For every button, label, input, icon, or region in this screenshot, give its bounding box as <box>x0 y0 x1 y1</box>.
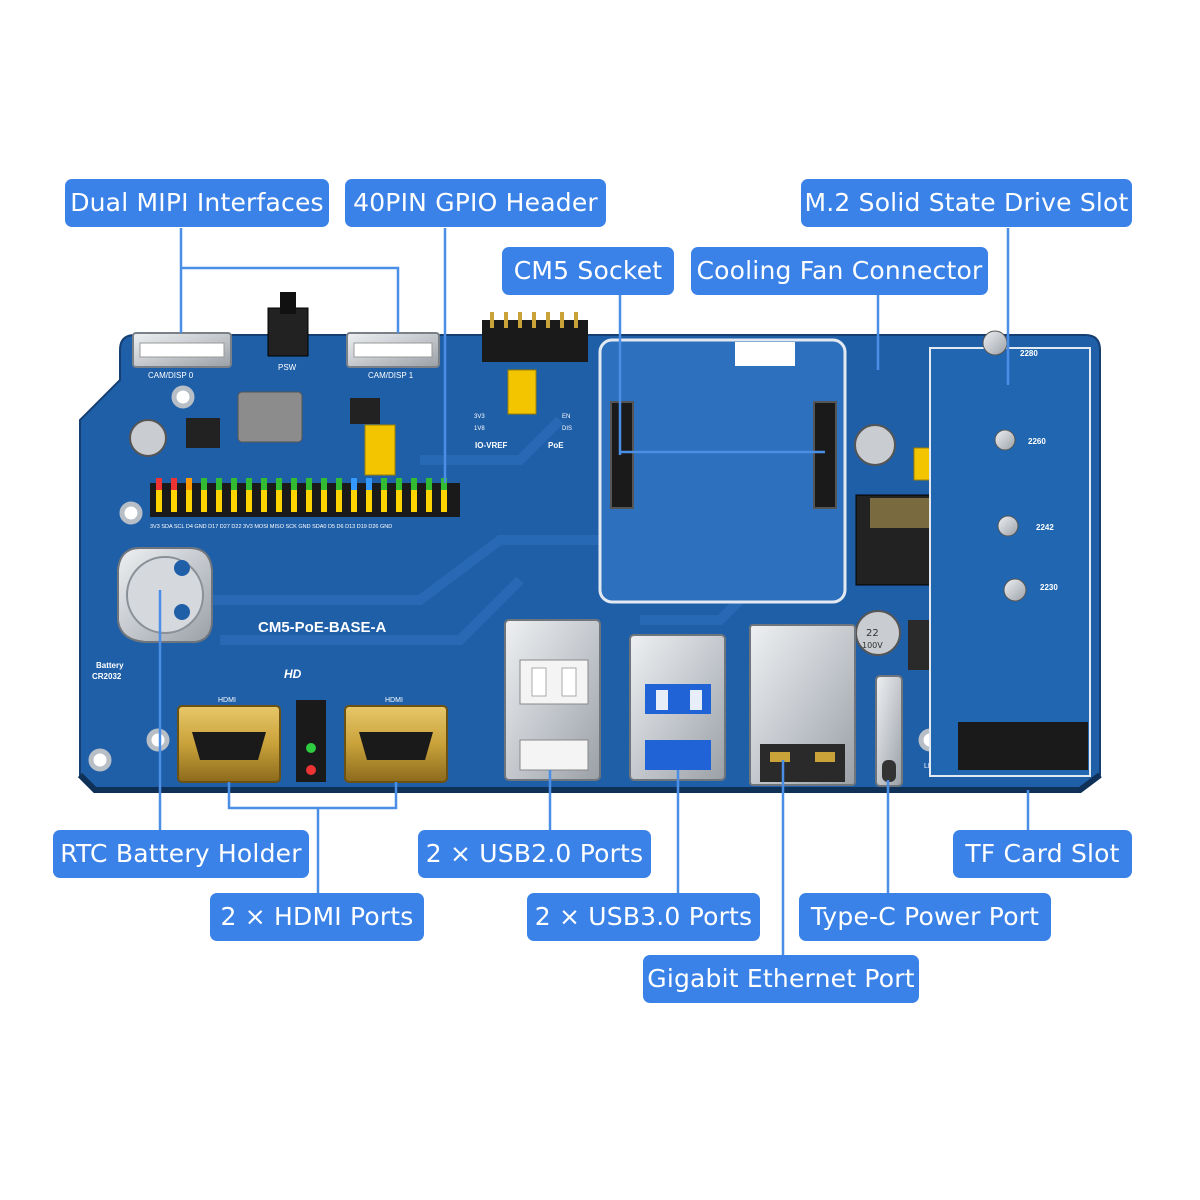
label-m2-ssd-slot: M.2 Solid State Drive Slot <box>801 179 1132 227</box>
label-dual-mipi-interfaces: Dual MIPI Interfaces <box>65 179 329 227</box>
components-graphic: 22 100V <box>129 369 942 670</box>
svg-text:1V8: 1V8 <box>474 426 485 432</box>
label-rtc-battery-holder: RTC Battery Holder <box>53 830 309 878</box>
svg-text:HDMI: HDMI <box>218 697 236 704</box>
leader-lines <box>158 228 1030 955</box>
label-hdmi-ports: 2 × HDMI Ports <box>210 893 424 941</box>
label-usb2-ports: 2 × USB2.0 Ports <box>418 830 651 878</box>
gpio-header-graphic: 3V3 SDA SCL D4 GND D17 D27 D22 3V3 MOSI … <box>150 312 588 530</box>
cam1-silk: CAM/DISP 1 <box>368 371 414 380</box>
svg-text:Battery: Battery <box>96 661 124 670</box>
svg-text:2280: 2280 <box>1020 349 1038 358</box>
svg-text:EN: EN <box>562 414 570 420</box>
label-type-c-power-port: Type-C Power Port <box>799 893 1051 941</box>
cm5-socket-graphic <box>598 338 847 604</box>
gpio-silk: 3V3 SDA SCL D4 GND D17 D27 D22 3V3 MOSI … <box>150 524 392 530</box>
label-gigabit-ethernet-port: Gigabit Ethernet Port <box>643 955 919 1003</box>
rtc-battery-holder-graphic: Battery CR2032 <box>92 547 213 681</box>
power-switch-graphic: PSW <box>267 292 309 372</box>
usb2-ports-graphic <box>504 619 601 781</box>
svg-text:IO-VREF: IO-VREF <box>475 441 508 450</box>
label-cooling-fan-connector: Cooling Fan Connector <box>691 247 988 295</box>
cam0-silk: CAM/DISP 0 <box>148 371 194 380</box>
svg-text:100V: 100V <box>862 641 883 650</box>
label-usb3-ports: 2 × USB3.0 Ports <box>527 893 760 941</box>
svg-text:PoE: PoE <box>548 441 564 450</box>
board-name: CM5-PoE-BASE-A <box>258 619 387 636</box>
svg-text:3V3: 3V3 <box>474 414 485 420</box>
svg-text:2260: 2260 <box>1028 437 1046 446</box>
svg-text:CR2032: CR2032 <box>92 672 122 681</box>
svg-text:2242: 2242 <box>1036 523 1054 532</box>
usb3-ports-graphic <box>629 634 726 781</box>
hdmi-ports-graphic: HDMI HDMI <box>177 697 448 783</box>
label-40pin-gpio-header: 40PIN GPIO Header <box>345 179 606 227</box>
svg-text:2230: 2230 <box>1040 583 1058 592</box>
svg-text:DIS: DIS <box>562 426 572 432</box>
svg-text:22: 22 <box>866 628 879 639</box>
label-tf-card-slot: TF Card Slot <box>953 830 1132 878</box>
mipi-connectors-graphic: CAM/DISP 0 CAM/DISP 1 <box>132 332 440 380</box>
label-cm5-socket: CM5 Socket <box>502 247 674 295</box>
hd-logo: HD <box>284 667 302 681</box>
m2-slot-graphic: 2280 2260 2242 2230 <box>929 330 1091 777</box>
svg-text:HDMI: HDMI <box>385 697 403 704</box>
svg-text:PSW: PSW <box>278 363 297 372</box>
ethernet-port-graphic <box>749 624 856 786</box>
